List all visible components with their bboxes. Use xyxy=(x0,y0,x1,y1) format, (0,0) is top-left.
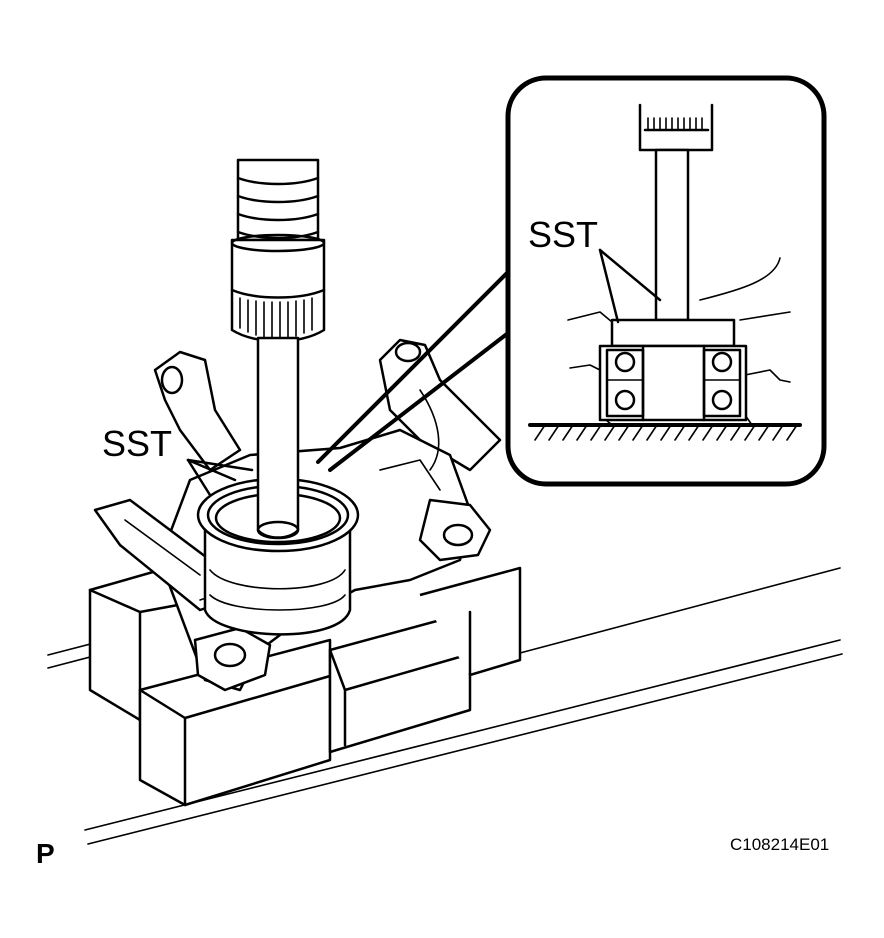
press-ram xyxy=(230,158,326,540)
inset-bearing xyxy=(598,344,748,422)
corner-mark: P xyxy=(36,838,55,869)
support-blocks xyxy=(88,566,522,807)
sst-label-inset: SST xyxy=(528,214,598,255)
collar-knurl xyxy=(239,297,313,339)
detail-inset xyxy=(505,75,827,487)
inset-ground-hatch xyxy=(528,423,802,441)
inset-sst-plate xyxy=(610,318,736,348)
sst-label-main: SST xyxy=(102,423,172,464)
sst-leader-inset xyxy=(598,248,662,324)
figure-id: C108214E01 xyxy=(730,835,829,854)
callout-connector xyxy=(316,258,522,472)
sst-leader-main xyxy=(186,458,254,497)
